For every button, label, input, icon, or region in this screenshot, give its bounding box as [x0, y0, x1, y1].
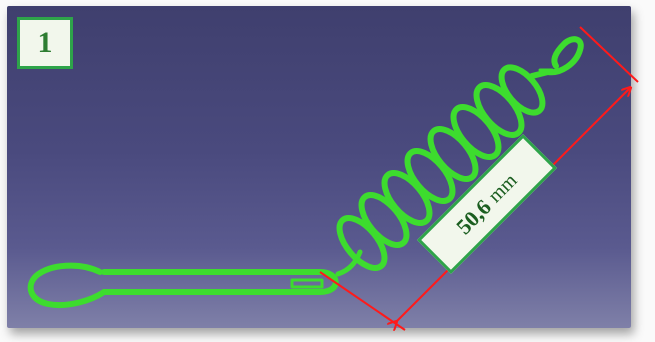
extension-line-top: [579, 26, 639, 83]
dimension-unit: mm: [483, 169, 522, 207]
extension-line-bottom: [319, 271, 406, 331]
spring-top-hook: [529, 36, 584, 79]
panel-number-badge: 1: [17, 17, 73, 69]
spring-shank: [27, 262, 339, 308]
spring-transition-wire: [335, 249, 363, 277]
dimension-value: 50,6: [451, 194, 496, 240]
panel-number: 1: [37, 26, 53, 59]
